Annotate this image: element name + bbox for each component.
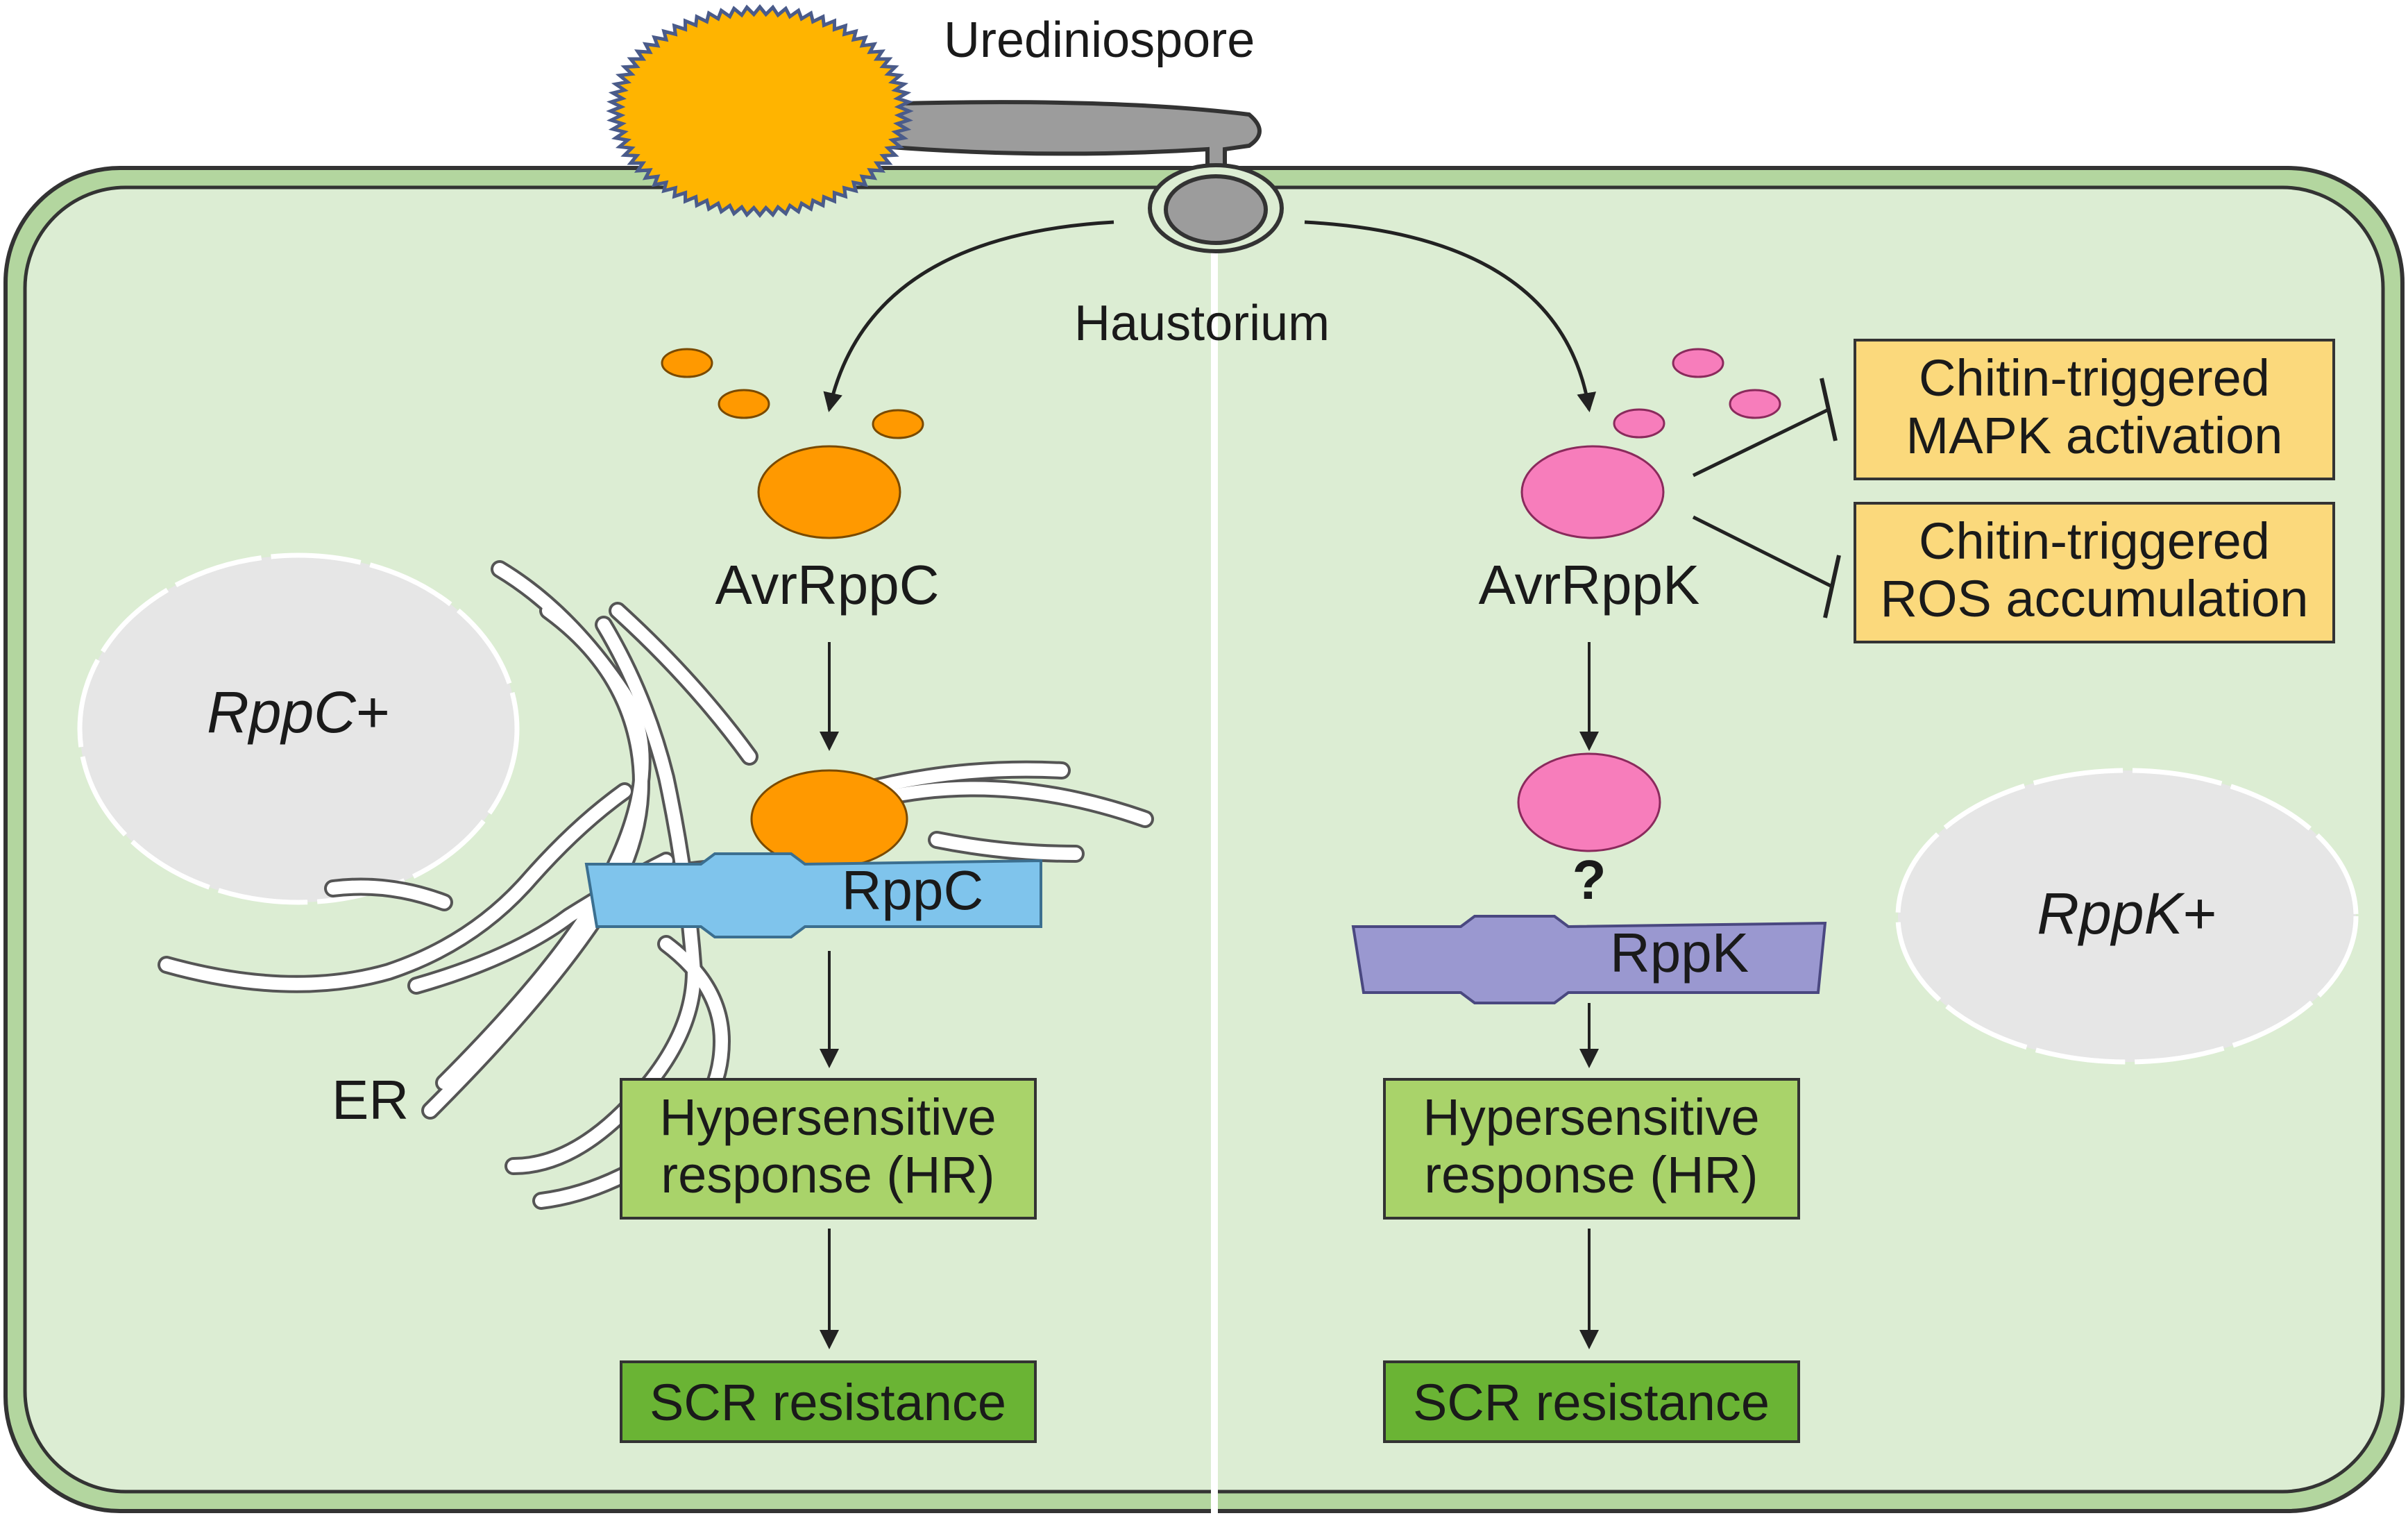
inhibit-bar-mapk — [1820, 378, 1838, 441]
avrppk-particle — [1729, 389, 1781, 419]
avrppc-particle — [718, 389, 770, 419]
avrppk-near-rppk — [1517, 752, 1661, 852]
ros-box-line1: Chitin-triggered — [1919, 512, 2270, 570]
avrppc-label: AvrRppC — [715, 554, 939, 616]
scr-box-right — [1383, 1360, 1800, 1443]
scr-box-left-label: SCR resistance — [650, 1374, 1006, 1431]
urediniospore-label: Urediniospore — [944, 12, 1255, 68]
avrppk-effector — [1520, 445, 1665, 539]
urediniospore — [606, 4, 914, 218]
nucleus-right-label: RppK+ — [2037, 881, 2216, 946]
nucleus-left — [77, 553, 520, 905]
urediniospore-group: Urediniospore — [606, 4, 1262, 218]
inhibit-bar-ros — [1823, 555, 1841, 618]
hr-box-right-line2: response (HR) — [1424, 1146, 1758, 1204]
haustorium — [1164, 174, 1268, 245]
mapk-box — [1854, 339, 2335, 480]
hr-box-left — [620, 1078, 1037, 1220]
nucleus-left-label: RppC+ — [207, 680, 390, 745]
ros-box-line2: ROS accumulation — [1881, 570, 2309, 627]
left-pathway: AvrRppC RppC+ — [77, 348, 1154, 1443]
secretion-arrow-right — [1304, 220, 1597, 412]
haustorium-label: Haustorium — [1074, 296, 1330, 351]
mapk-box-line2: MAPK activation — [1906, 407, 2283, 464]
avrppc-particle — [872, 409, 924, 439]
hr-box-right — [1383, 1078, 1800, 1220]
mapk-box-line1: Chitin-triggered — [1919, 349, 2270, 407]
right-pathway: AvrRppK Chitin-triggered MAPK activation… — [1351, 339, 2359, 1443]
rppk-receptor — [1351, 915, 1827, 1004]
hr-box-right-line1: Hypersensitive — [1423, 1088, 1759, 1146]
rppc-receptor — [584, 852, 1042, 938]
germ-tube — [872, 100, 1262, 183]
rppk-label: RppK — [1610, 922, 1749, 984]
avrppc-particle — [661, 348, 713, 378]
avrppk-label: AvrRppK — [1479, 554, 1700, 616]
unknown-interaction-mark: ? — [1572, 849, 1606, 911]
scr-box-left — [620, 1360, 1037, 1443]
secretion-arrow-left — [823, 220, 1114, 412]
haustorium-group: Haustorium — [1074, 163, 1330, 351]
avrppk-particle — [1672, 348, 1724, 378]
inhibit-line-mapk — [1692, 407, 1830, 478]
inhibit-line-ros — [1692, 515, 1833, 589]
nucleus-right — [1895, 768, 2359, 1065]
hr-box-left-line1: Hypersensitive — [659, 1088, 996, 1146]
scr-box-right-label: SCR resistance — [1413, 1374, 1770, 1431]
er-label: ER — [332, 1069, 409, 1131]
rppc-label: RppC — [842, 859, 984, 921]
avrppk-particle — [1613, 408, 1665, 439]
avrppc-effector — [757, 445, 901, 539]
ros-box — [1854, 502, 2335, 643]
hr-box-left-line2: response (HR) — [661, 1146, 994, 1204]
